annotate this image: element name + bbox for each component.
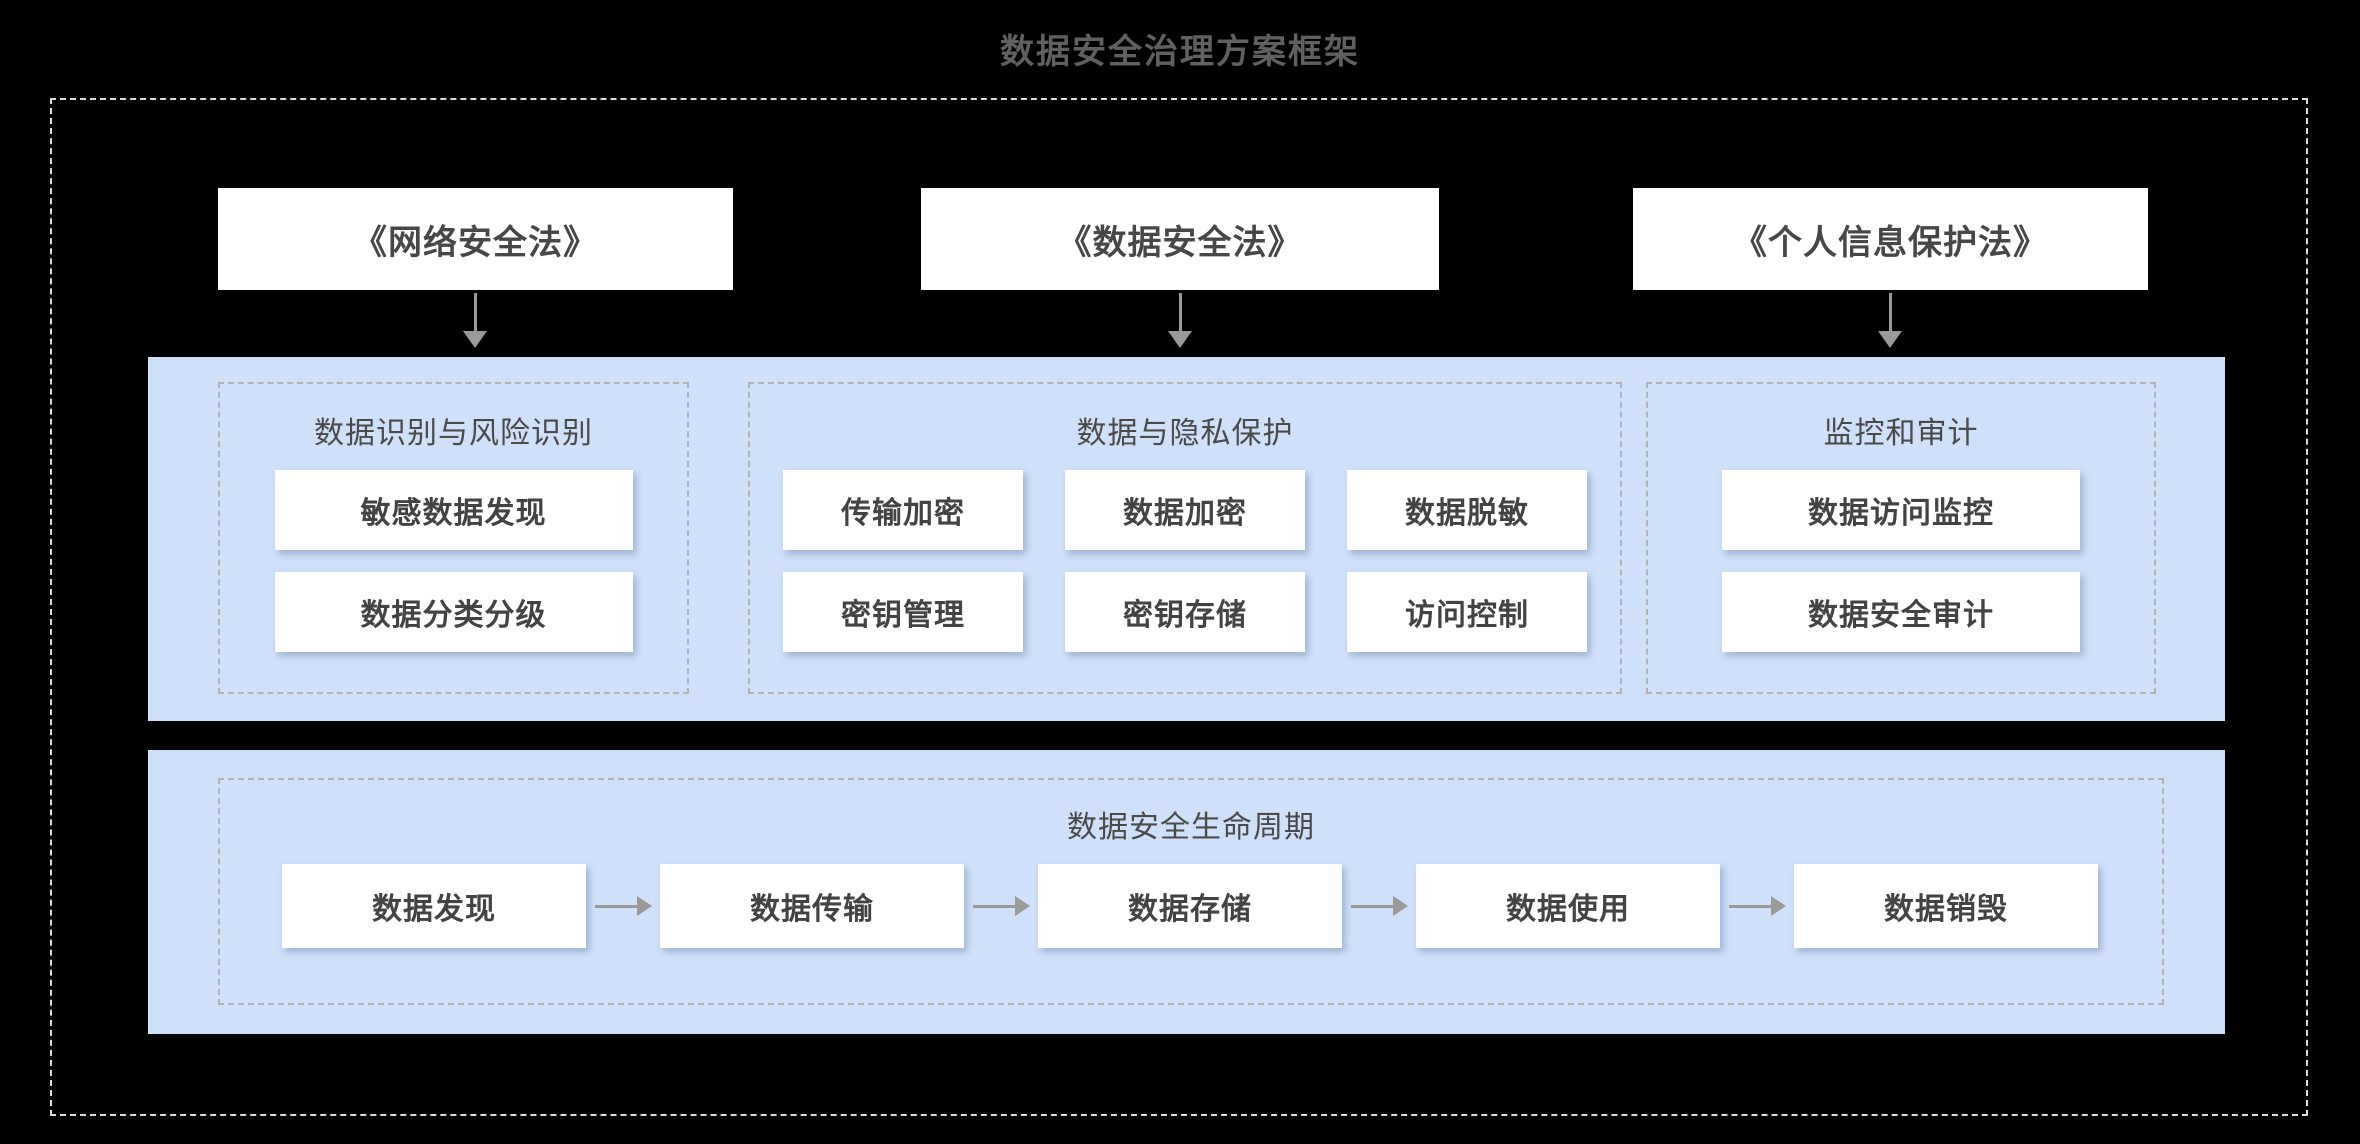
item-data-classification: 数据分类分级	[274, 572, 633, 652]
law-label: 《数据安全法》	[1057, 223, 1303, 262]
outer-dashed-frame	[50, 98, 2308, 1116]
law-box-personal-info-protection: 《个人信息保护法》	[1633, 188, 2148, 290]
governance-panel: 数据识别与风险识别 敏感数据发现 数据分类分级 数据与隐私保护 传输加密 数据加…	[148, 357, 2225, 721]
stage-data-transmission: 数据传输	[660, 864, 964, 948]
section-data-privacy-protection: 数据与隐私保护 传输加密 数据加密 数据脱敏 密钥管理 密钥存储 访问控制	[748, 382, 1622, 694]
section-data-lifecycle: 数据安全生命周期 数据发现 数据传输 数据存储 数据使用 数据销毁	[218, 778, 2164, 1005]
stage-data-storage: 数据存储	[1038, 864, 1342, 948]
section-title: 数据安全生命周期	[1067, 811, 1315, 844]
item-key-storage: 密钥存储	[1065, 572, 1305, 652]
page-title: 数据安全治理方案框架	[1000, 33, 1360, 71]
section-data-risk-identification: 数据识别与风险识别 敏感数据发现 数据分类分级	[218, 382, 689, 694]
section-title: 数据与隐私保护	[1076, 417, 1294, 450]
stage-data-usage: 数据使用	[1416, 864, 1720, 948]
down-arrow-icon	[1168, 293, 1192, 349]
law-box-data-security: 《数据安全法》	[921, 188, 1439, 290]
law-label: 《网络安全法》	[353, 223, 598, 262]
item-key-management: 密钥管理	[783, 572, 1023, 652]
stage-data-discovery: 数据发现	[282, 864, 586, 948]
lifecycle-flow: 数据发现 数据传输 数据存储 数据使用 数据销毁	[282, 864, 2098, 948]
right-arrow-icon	[1342, 894, 1416, 918]
section-title: 监控和审计	[1823, 417, 1979, 450]
law-box-network-security: 《网络安全法》	[218, 188, 733, 290]
item-data-masking: 数据脱敏	[1347, 470, 1587, 550]
item-data-access-monitoring: 数据访问监控	[1722, 470, 2080, 550]
item-transmission-encryption: 传输加密	[783, 470, 1023, 550]
section-title: 数据识别与风险识别	[314, 417, 593, 450]
section-monitoring-audit: 监控和审计 数据访问监控 数据安全审计	[1646, 382, 2156, 694]
item-data-security-audit: 数据安全审计	[1722, 572, 2080, 652]
stage-data-destruction: 数据销毁	[1794, 864, 2098, 948]
right-arrow-icon	[1720, 894, 1794, 918]
item-sensitive-data-discovery: 敏感数据发现	[274, 470, 633, 550]
down-arrow-icon	[1878, 293, 1902, 349]
law-label: 《个人信息保护法》	[1733, 223, 2048, 262]
right-arrow-icon	[586, 894, 660, 918]
down-arrow-icon	[463, 293, 487, 349]
item-access-control: 访问控制	[1347, 572, 1587, 652]
right-arrow-icon	[964, 894, 1038, 918]
lifecycle-panel: 数据安全生命周期 数据发现 数据传输 数据存储 数据使用 数据销毁	[148, 750, 2225, 1034]
item-data-encryption: 数据加密	[1065, 470, 1305, 550]
